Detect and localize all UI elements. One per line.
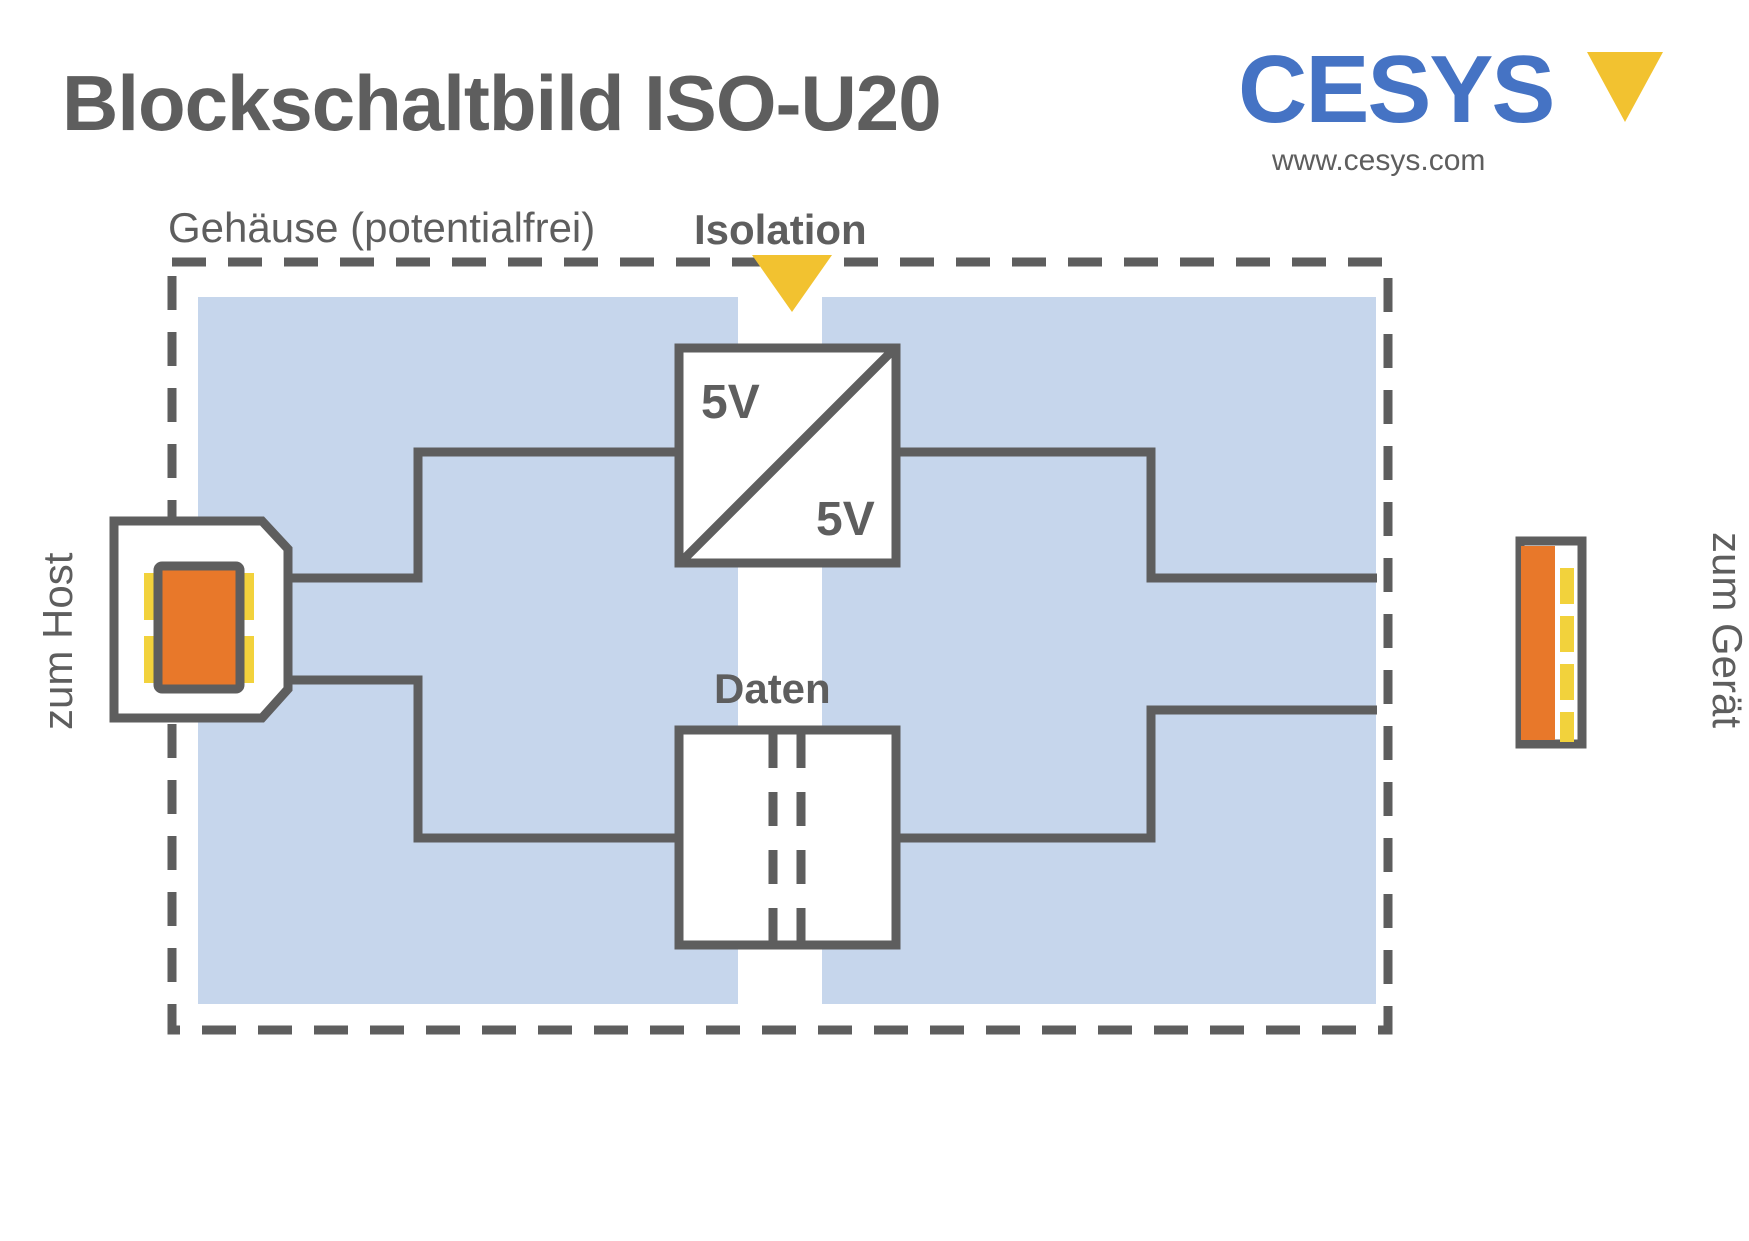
cesys-logo: CESYS www.cesys.com (1238, 36, 1663, 177)
data-block-body (674, 725, 901, 950)
wire-device-power (896, 447, 1377, 583)
host-side-label: zum Host (34, 552, 81, 730)
wire-host-power (286, 447, 679, 583)
device-connector-pin (1560, 664, 1574, 700)
isolation-label: Isolation (694, 206, 867, 253)
data-block-label: Daten (714, 665, 831, 712)
device-connector-pin (1560, 568, 1574, 604)
wire-host-data (286, 675, 679, 843)
isolation-triangle-icon (752, 255, 832, 312)
board-region-device-side (822, 297, 1376, 1004)
logo-triangle-icon (1587, 52, 1663, 122)
power-isolator-block: 5V 5V (674, 343, 901, 568)
host-connector-body (153, 561, 245, 694)
power-block-diagonal (680, 348, 895, 563)
logo-wordmark: CESYS (1238, 36, 1553, 143)
logo-url: www.cesys.com (1271, 144, 1485, 177)
device-side-label: zum Gerät (1704, 532, 1749, 728)
wire-device-data (896, 705, 1377, 843)
page-title: Blockschaltbild ISO-U20 (62, 59, 941, 147)
host-connector (109, 516, 293, 723)
power-block-input-label: 5V (701, 376, 760, 429)
device-connector-pin (1560, 616, 1574, 652)
enclosure-label: Gehäuse (potentialfrei) (168, 204, 595, 251)
power-block-output-label: 5V (816, 493, 875, 546)
device-connector-body (1521, 546, 1555, 740)
device-connector (1515, 536, 1587, 749)
data-isolator-block (674, 725, 901, 950)
device-connector-pin (1560, 712, 1574, 742)
